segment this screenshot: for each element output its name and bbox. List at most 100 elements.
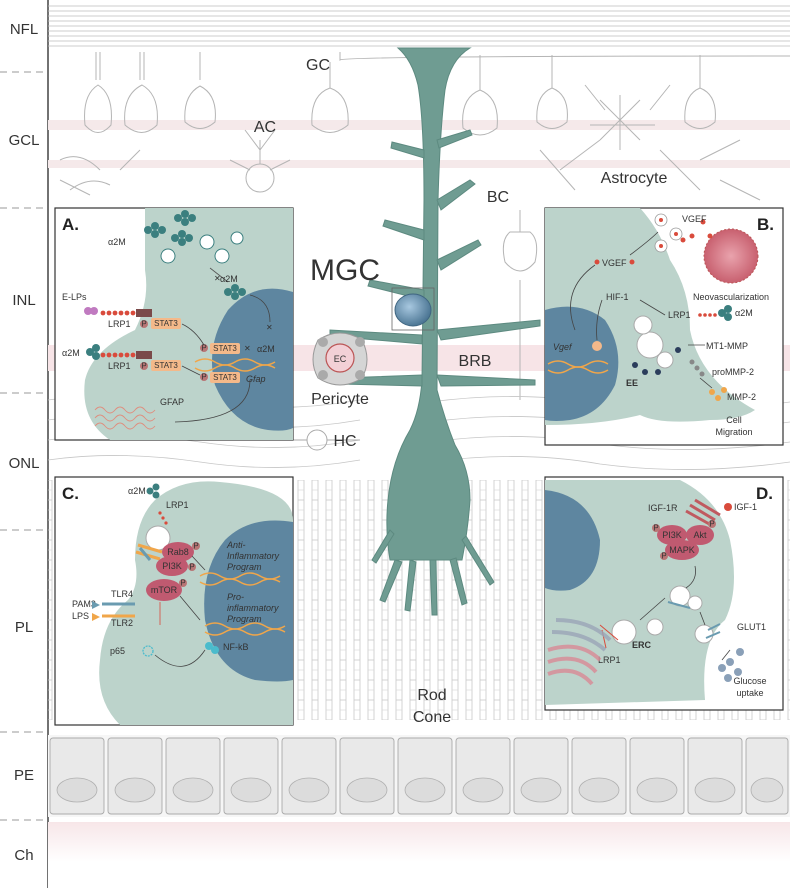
phospho-p: P — [653, 524, 658, 533]
glut1-label: GLUT1 — [737, 622, 766, 632]
phospho-p: P — [201, 373, 206, 382]
rab8-label: Rab8 — [167, 547, 189, 557]
label-hc: HC — [333, 433, 356, 450]
nfkb-label: NF-kB — [223, 642, 249, 652]
ee-label: EE — [626, 378, 638, 388]
phospho-p: P — [709, 520, 714, 529]
nerve-fiber-layer — [48, 5, 790, 47]
elps-label: E-LPs — [62, 292, 87, 302]
panel-d: D. IGF-1R IGF-1 PI3K Akt MAPK P P P GLUT… — [544, 476, 784, 711]
inflammatory-label: Inflammatory — [227, 551, 280, 561]
lrp1-label-2: LRP1 — [108, 361, 131, 371]
label-pericyte: Pericyte — [311, 391, 369, 408]
layer-dividers — [0, 71, 48, 821]
phospho-p: P — [201, 344, 206, 353]
block-x-icon: ✕ — [244, 344, 251, 353]
gfap-label: GFAP — [160, 397, 184, 407]
stat3-label: STAT3 — [154, 319, 178, 328]
pericyte — [312, 332, 368, 386]
a2m-faded-label: α2M — [257, 344, 275, 354]
amacrine-cell — [229, 129, 291, 193]
label-gc: GC — [306, 57, 330, 74]
lrp1-label: LRP1 — [668, 310, 691, 320]
p65-label: p65 — [110, 646, 125, 656]
pi3k-label: PI3K — [162, 561, 182, 571]
phospho-p: P — [141, 320, 146, 329]
choroid — [48, 822, 790, 888]
panel-a-letter: A. — [62, 215, 79, 234]
layer-label-pe: PE — [14, 767, 34, 784]
panel-d-letter: D. — [756, 484, 773, 503]
igf1r-label: IGF-1R — [648, 503, 678, 513]
proinflammatory-label: inflammatory — [227, 603, 279, 613]
label-ec: EC — [334, 354, 347, 364]
a2m-label-left: α2M — [62, 348, 80, 358]
vgef-label-top: VGEF — [682, 214, 707, 224]
a2m-label: α2M — [128, 486, 146, 496]
mtor-node — [146, 579, 182, 601]
mmp2-label: MMP-2 — [727, 392, 756, 402]
panel-c-letter: C. — [62, 484, 79, 503]
prommp2-label: proMMP-2 — [712, 367, 754, 377]
pi3k-label: PI3K — [662, 530, 682, 540]
mtor-label: mTOR — [151, 585, 178, 595]
pam3-label: PAM3 — [72, 599, 96, 609]
program-label-2: Program — [227, 614, 262, 624]
label-ac: AC — [254, 119, 276, 136]
glucose-label: Glucose — [733, 676, 766, 686]
neovascularization-label: Neovascularization — [693, 292, 769, 302]
layer-label-nfl: NFL — [10, 21, 38, 38]
blood-vessel-band — [48, 160, 790, 168]
astrocytes — [539, 84, 761, 201]
label-astrocyte: Astrocyte — [601, 170, 668, 187]
pi3k-node — [657, 525, 687, 545]
layer-label-pl: PL — [15, 619, 33, 636]
layer-label-ch: Ch — [14, 847, 33, 864]
anti-label: Anti- — [226, 540, 246, 550]
mapk-label: MAPK — [669, 545, 695, 555]
a2m-label-mid: α2M — [220, 274, 238, 284]
migration-label: Migration — [715, 427, 752, 437]
pi3k-node — [156, 556, 188, 576]
stat3-label: STAT3 — [213, 344, 237, 353]
lrp1-label-1: LRP1 — [108, 319, 131, 329]
block-x-icon: ✕ — [214, 274, 221, 283]
layer-label-inl: INL — [12, 292, 35, 309]
lrp1-label: LRP1 — [598, 655, 621, 665]
panel-a: A. α2M α2M ✕ ✕ E-LPs LRP1 α2M LRP1 — [54, 207, 294, 441]
lrp1-label: LRP1 — [166, 500, 189, 510]
mgc-focus-box — [391, 287, 435, 331]
akt-label: Akt — [693, 530, 707, 540]
panel-b: B. Neovascularization VGEF VGEF HIF-1 LR… — [544, 207, 784, 446]
mgc-nucleus — [394, 293, 432, 327]
label-rod: Rod — [417, 687, 446, 704]
a2m-label: α2M — [735, 308, 753, 318]
pigment-epithelium — [48, 735, 790, 817]
layer-labels: NFL GCL INL ONL PL PE Ch — [9, 21, 40, 864]
program-label: Program — [227, 562, 262, 572]
vgef-gene-label: Vgef — [553, 342, 573, 352]
pro-label: Pro- — [227, 592, 244, 602]
label-mgc: MGC — [310, 254, 380, 287]
mapk-node — [665, 540, 699, 560]
panel-b-letter: B. — [757, 215, 774, 234]
stat3-label: STAT3 — [213, 373, 237, 382]
erc-label: ERC — [632, 640, 652, 650]
layer-label-gcl: GCL — [9, 132, 40, 149]
hif1-label: HIF-1 — [606, 292, 629, 302]
tlr2-label: TLR2 — [111, 618, 133, 628]
neovascularization-icon — [703, 228, 759, 284]
hif1-dot — [592, 341, 602, 351]
a2m-label-top: α2M — [108, 237, 126, 247]
gfap-gene-label: Gfap — [246, 374, 266, 384]
mt1mmp-label: MT1-MMP — [706, 341, 748, 351]
phospho-p: P — [189, 563, 194, 572]
phospho-p: P — [141, 362, 146, 371]
stat3-label: STAT3 — [154, 361, 178, 370]
tlr4-label: TLR4 — [111, 589, 133, 599]
endothelial-cell — [325, 343, 355, 373]
akt-node — [686, 525, 714, 545]
phospho-p: P — [661, 552, 666, 561]
